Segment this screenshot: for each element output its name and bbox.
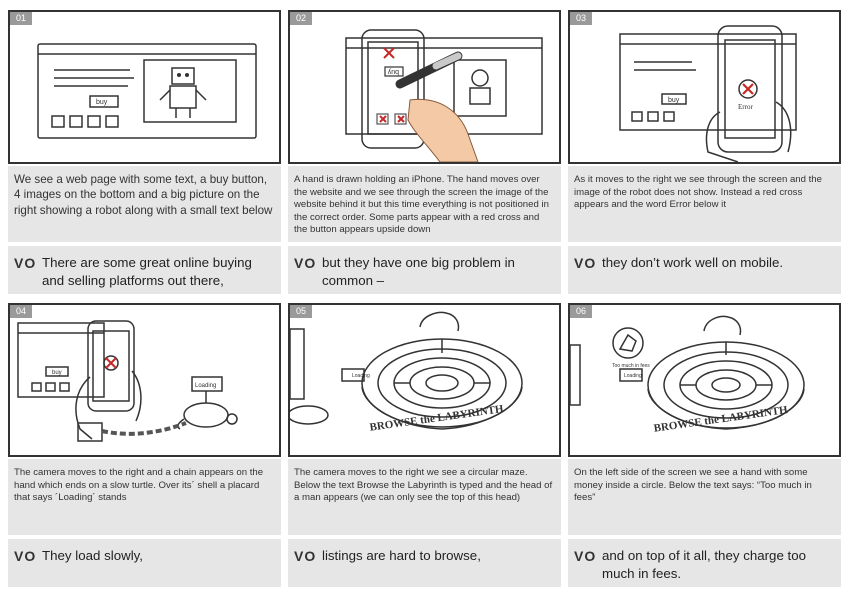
panel-number: 05 — [290, 305, 312, 318]
voiceover-text: but they have one big problem in common … — [322, 255, 515, 288]
panel-number: 02 — [290, 12, 312, 25]
vo-tag: VO — [294, 255, 317, 271]
buy-label: buy — [52, 370, 62, 376]
voiceover-text: They load slowly, — [42, 548, 143, 563]
vo-tag: VO — [14, 255, 37, 271]
voiceover-box: VO They load slowly, — [8, 539, 281, 587]
panel-description: A hand is drawn holding an iPhone. The h… — [288, 166, 561, 242]
sketch-web-page-robot: buy — [37, 43, 257, 139]
sketch-phone-error: buy Error — [619, 25, 797, 162]
fees-caption: Too much in fees — [612, 363, 650, 369]
vo-tag: VO — [574, 255, 597, 271]
buy-label: buy — [96, 99, 108, 106]
voiceover-text: and on top of it all, they charge too mu… — [602, 548, 807, 581]
vo-tag: VO — [574, 548, 597, 564]
panel-number: 01 — [10, 12, 32, 25]
panel-number: 04 — [10, 305, 32, 318]
voiceover-box: VO listings are hard to browse, — [288, 539, 561, 587]
panel-description: As it moves to the right we see through … — [568, 166, 841, 242]
panel-frame: 03 buy Error — [568, 10, 841, 164]
panel-number: 06 — [570, 305, 592, 318]
buy-label: buy — [668, 97, 680, 104]
voiceover-text: There are some great online buying and s… — [42, 255, 252, 288]
voiceover-text: listings are hard to browse, — [322, 548, 481, 563]
panel-description: The camera moves to the right we see a c… — [288, 459, 561, 535]
sketch-hand-holding-phone: buy — [345, 29, 543, 162]
panel-description: The camera moves to the right and a chai… — [8, 459, 281, 535]
vo-tag: VO — [294, 548, 317, 564]
sketch-circular-maze: Loading BROWSE the LABYRINTH — [290, 311, 523, 434]
panel-frame: 04 — [8, 303, 281, 457]
panel-frame: 05 Loading BROWSE the LABYRINTH — [288, 303, 561, 457]
sketch-fees-circle-maze: Too much in fees Loading BROWSE the LABY… — [570, 315, 805, 435]
voiceover-box: VO There are some great online buying an… — [8, 246, 281, 294]
panel-frame: 01 buy — [8, 10, 281, 164]
panel-description: We see a web page with some text, a buy … — [8, 166, 281, 242]
error-label: Error — [738, 103, 753, 111]
loading-placard: Loading — [195, 383, 216, 389]
loading-placard: Loading — [352, 373, 370, 379]
voiceover-text: they don’t work well on mobile. — [602, 255, 784, 270]
panel-frame: 02 buy — [288, 10, 561, 164]
panel-number: 03 — [570, 12, 592, 25]
voiceover-box: VO but they have one big problem in comm… — [288, 246, 561, 294]
vo-tag: VO — [14, 548, 37, 564]
voiceover-box: VO they don’t work well on mobile. — [568, 246, 841, 294]
voiceover-box: VO and on top of it all, they charge too… — [568, 539, 841, 587]
panel-description: On the left side of the screen we see a … — [568, 459, 841, 535]
buy-label-upside-down: buy — [387, 68, 399, 75]
sketch-chain-turtle: buy Loading — [17, 320, 238, 442]
panel-frame: 06 Too much in fees Loading BROWSE th — [568, 303, 841, 457]
loading-placard: Loading — [624, 373, 642, 379]
